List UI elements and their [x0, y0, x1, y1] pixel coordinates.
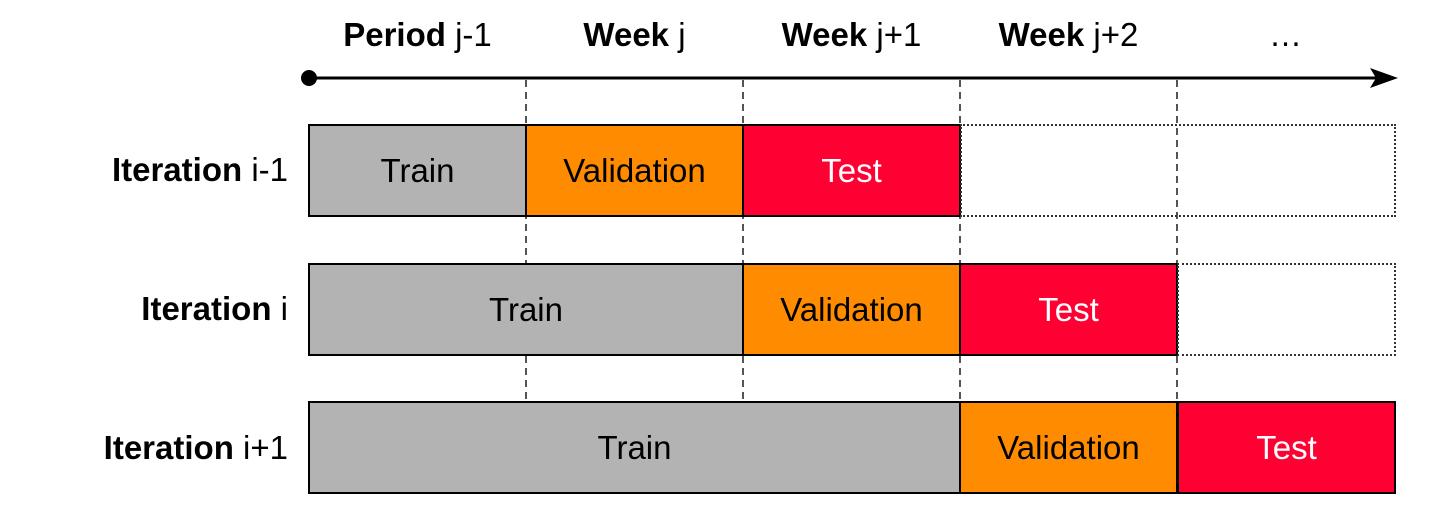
- timeline-start-dot: [301, 70, 317, 86]
- row-label-iteration-i: Iteration i: [141, 290, 288, 327]
- header-week-j: Week j: [583, 16, 686, 53]
- timeline-arrowhead-icon: [1370, 68, 1398, 88]
- header-week-j+1: Week j+1: [781, 16, 922, 53]
- validation-segment: Validation: [742, 263, 961, 356]
- row-label-iteration-i-1: Iteration i-1: [111, 151, 288, 188]
- train-segment: Train: [308, 124, 527, 217]
- validation-segment: Validation: [959, 401, 1178, 494]
- header-period-j-1: Period j-1: [343, 16, 492, 53]
- test-segment: Test: [742, 124, 961, 217]
- future-placeholder: [1177, 263, 1396, 356]
- test-segment: Test: [1177, 401, 1396, 494]
- train-segment: Train: [308, 263, 744, 356]
- row-label-iteration-i+1: Iteration i+1: [103, 429, 288, 466]
- header-ellipsis: …: [1269, 16, 1302, 53]
- future-placeholder: [960, 124, 1396, 217]
- header-week-j+2: Week j+2: [998, 16, 1139, 53]
- validation-segment: Validation: [525, 124, 744, 217]
- test-segment: Test: [959, 263, 1178, 356]
- train-segment: Train: [308, 401, 961, 494]
